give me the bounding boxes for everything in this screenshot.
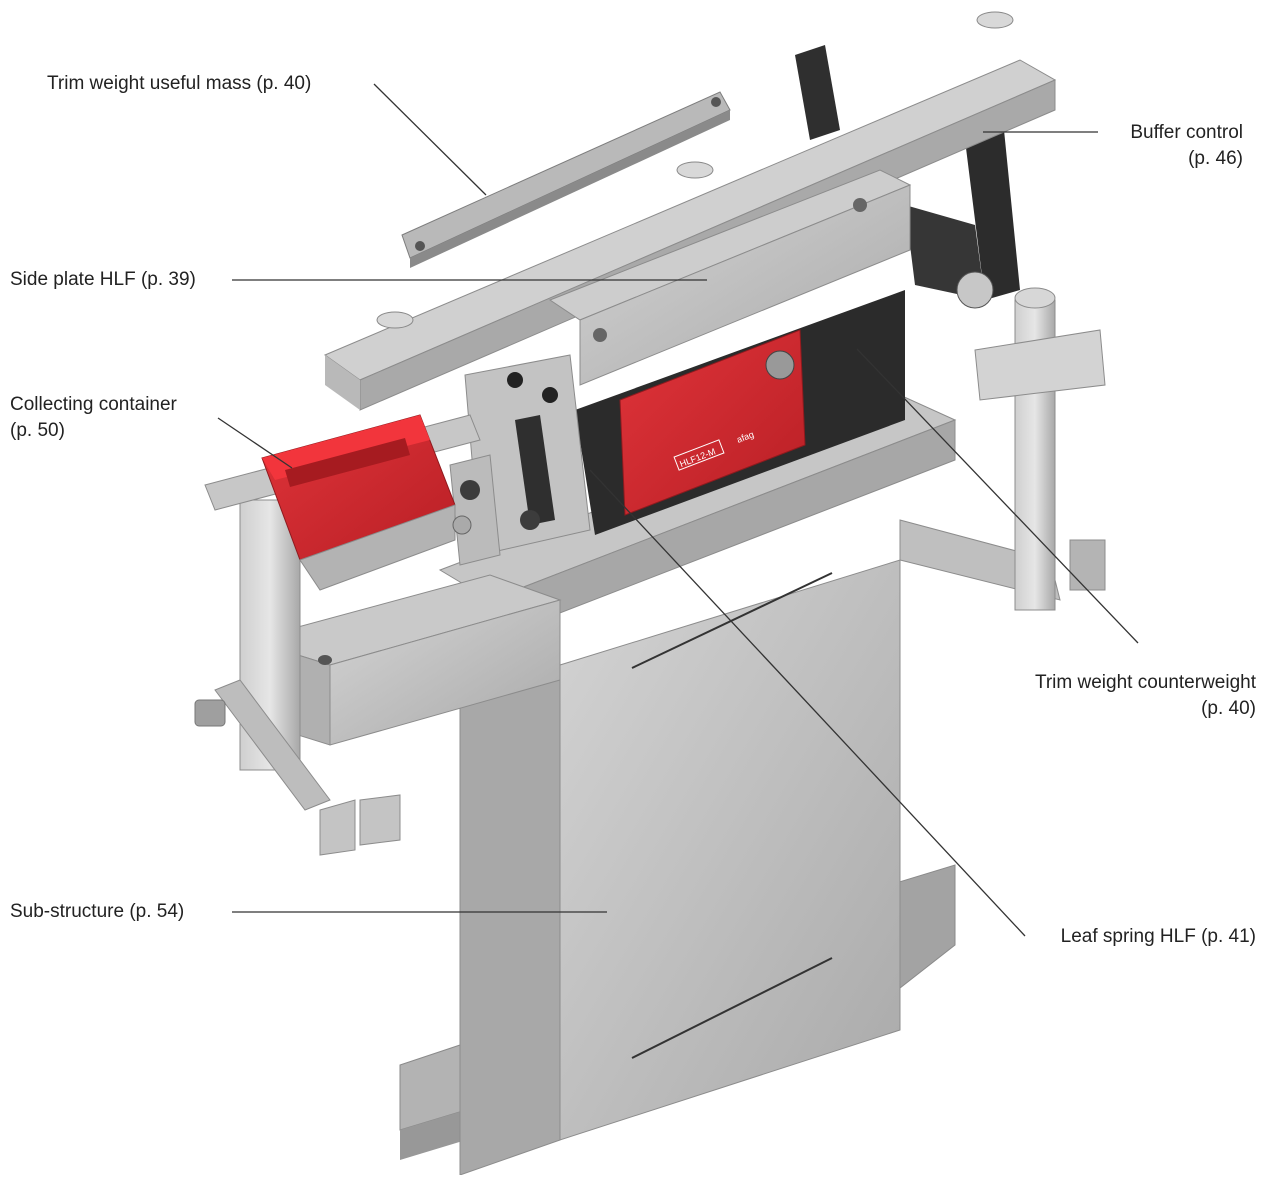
label-sub-structure: Sub-structure (p. 54) xyxy=(10,901,185,922)
label-collecting-container-page: (p. 50) xyxy=(10,420,65,441)
label-trim-weight-useful-mass: Trim weight useful mass (p. 40) xyxy=(47,73,312,94)
left-support xyxy=(194,499,401,856)
label-trim-weight-counterweight-page: (p. 40) xyxy=(1201,698,1256,719)
label-buffer-control-page: (p. 46) xyxy=(1188,148,1243,169)
drive-housing: HLF12-M afag xyxy=(575,290,905,535)
rocker-beam xyxy=(323,11,1057,411)
trim-weight-useful-mass xyxy=(401,91,731,268)
leaf-spring-hlf xyxy=(449,354,591,566)
leader-lines xyxy=(217,83,1139,937)
label-trim-weight-counterweight: Trim weight counterweight xyxy=(1034,672,1256,693)
label-collecting-container: Collecting container xyxy=(10,394,177,415)
sub-structure xyxy=(459,559,901,1176)
right-support xyxy=(899,287,1106,611)
label-leaf-spring-hlf: Leaf spring HLF (p. 41) xyxy=(1060,926,1256,947)
label-buffer-control: Buffer control xyxy=(1130,122,1243,143)
collecting-container xyxy=(204,414,481,591)
label-side-plate-hlf: Side plate HLF (p. 39) xyxy=(10,269,196,290)
side-plate-hlf xyxy=(548,169,912,386)
